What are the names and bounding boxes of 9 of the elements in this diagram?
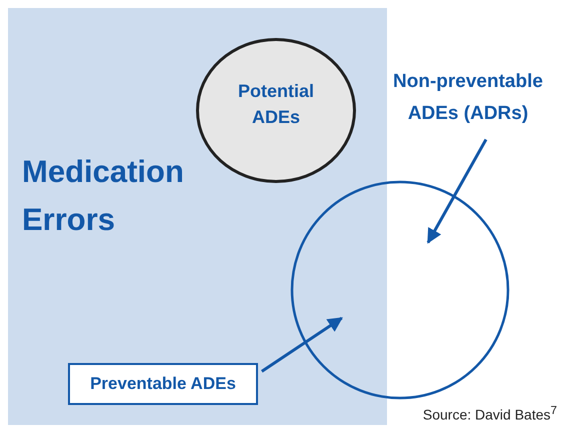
leader-arrow [426, 138, 488, 244]
region-background [8, 8, 387, 425]
node-label: Potential ADEs [236, 80, 315, 128]
source-note: Source: David Bates$^{7}$ [422, 404, 557, 423]
callout-text: Non-preventable ADEs (ADRs) [392, 70, 544, 126]
leader-arrow [260, 316, 343, 373]
region-title: Medication Errors [22, 153, 185, 239]
label-text: Preventable ADEs [90, 374, 236, 394]
label-box [68, 363, 258, 405]
